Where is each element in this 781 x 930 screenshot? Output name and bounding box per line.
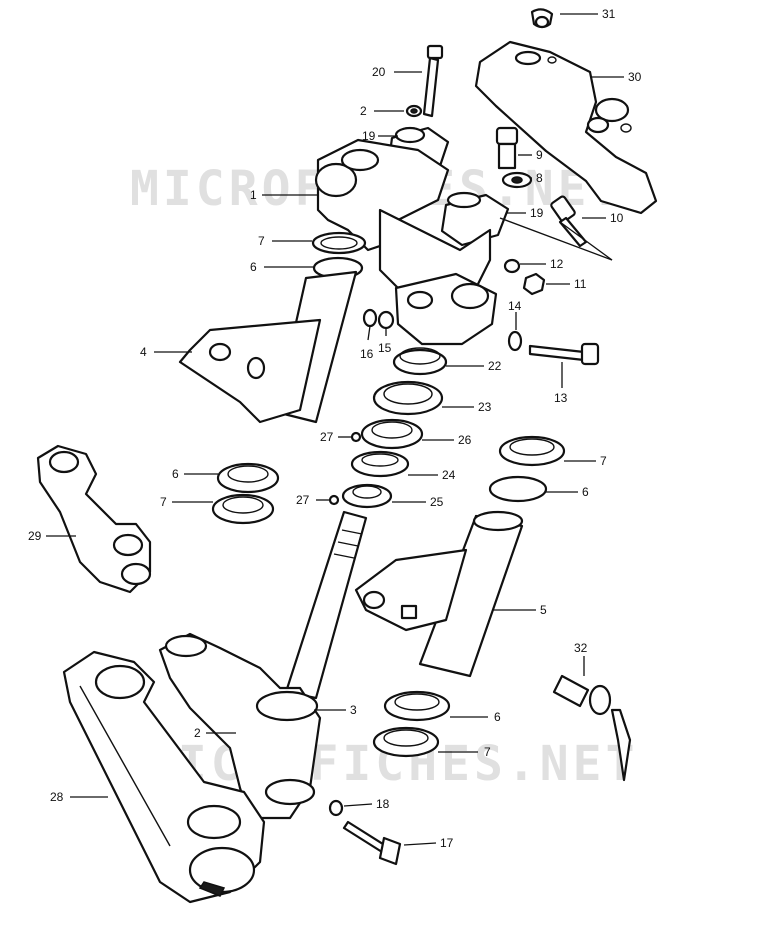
part-28-lower-bracket [62,650,266,904]
callout-26: 26 [458,433,472,447]
callout-2-top: 2 [360,104,367,118]
part-20-bolt [422,44,444,118]
part-31-cap [530,8,554,29]
part-12-nut [503,258,521,274]
part-15-nut [377,310,395,330]
part-6-ring-mid-left [216,462,280,494]
callout-11: 11 [574,277,587,291]
callouts: 31 30 20 2 19 9 8 1 19 10 7 6 [28,7,642,850]
part-2-lower-triple-clamp [158,632,322,820]
callout-29: 29 [28,529,42,543]
callout-1: 1 [250,188,257,202]
part-22-nut [392,347,448,376]
part-17-bolt [342,820,402,866]
part-7-ring-lower [372,726,440,758]
part-32-key [552,674,632,782]
callout-6-lower: 6 [494,710,501,724]
part-13-bolt [528,342,600,366]
part-30-handlebar-holder [474,40,658,215]
part-2-nut-top [405,104,423,118]
callout-16: 16 [360,347,374,361]
part-26-race [360,418,424,450]
part-2-lower-clamp-center [394,272,498,346]
callout-19-upper: 19 [362,129,376,143]
callout-7-mid-right: 7 [600,454,607,468]
part-27-ball-lower [328,494,340,506]
callout-14: 14 [508,299,522,313]
part-14-washer [507,330,523,352]
callout-24: 24 [442,468,456,482]
callout-22: 22 [488,359,502,373]
part-24-race [350,450,410,478]
callout-19-lower: 19 [530,206,544,220]
callout-3: 3 [350,703,357,717]
callout-18: 18 [376,797,390,811]
callout-13: 13 [554,391,568,405]
callout-4: 4 [140,345,147,359]
part-7-ring-mid-left [211,493,275,525]
callout-7-lower: 7 [484,745,491,759]
callout-23: 23 [478,400,492,414]
callout-20: 20 [372,65,386,79]
callout-6-mid-right: 6 [582,485,589,499]
callout-5: 5 [540,603,547,617]
callout-7-mid-left: 7 [160,495,167,509]
part-11-nut [522,272,546,296]
part-29-bracket [36,444,152,594]
part-3-steering-stem [284,510,368,700]
callout-2-lower: 2 [194,726,201,740]
callout-8: 8 [536,171,543,185]
part-6-ring-mid-right [488,475,548,503]
callout-7-top: 7 [258,234,265,248]
part-6-ring-lower [383,690,451,722]
callout-28: 28 [50,790,64,804]
part-7-ring-top-left [311,231,367,255]
part-25-race [341,483,393,509]
callout-6-top: 6 [250,260,257,274]
part-16-washer [362,308,378,328]
callout-30: 30 [628,70,642,84]
callout-25: 25 [430,495,444,509]
callout-17: 17 [440,836,454,850]
callout-9: 9 [536,148,543,162]
part-27-ball-upper [350,431,362,443]
callout-12: 12 [550,257,564,271]
callout-10: 10 [610,211,624,225]
part-5-fork-tube-right [354,510,524,678]
part-4-fork-tube-left [178,270,358,424]
part-9-bolt [495,126,519,170]
callout-27-lower: 27 [296,493,310,507]
callout-15: 15 [378,341,392,355]
part-8-washer [501,171,533,189]
part-18-washer [328,799,344,817]
part-7-ring-mid-right [498,435,566,467]
part-23-ring [372,380,444,416]
callout-32: 32 [574,641,588,655]
part-19-cap-lower [440,191,510,247]
callout-31: 31 [602,7,616,21]
callout-6-mid-left: 6 [172,467,179,481]
callout-27-upper: 27 [320,430,334,444]
